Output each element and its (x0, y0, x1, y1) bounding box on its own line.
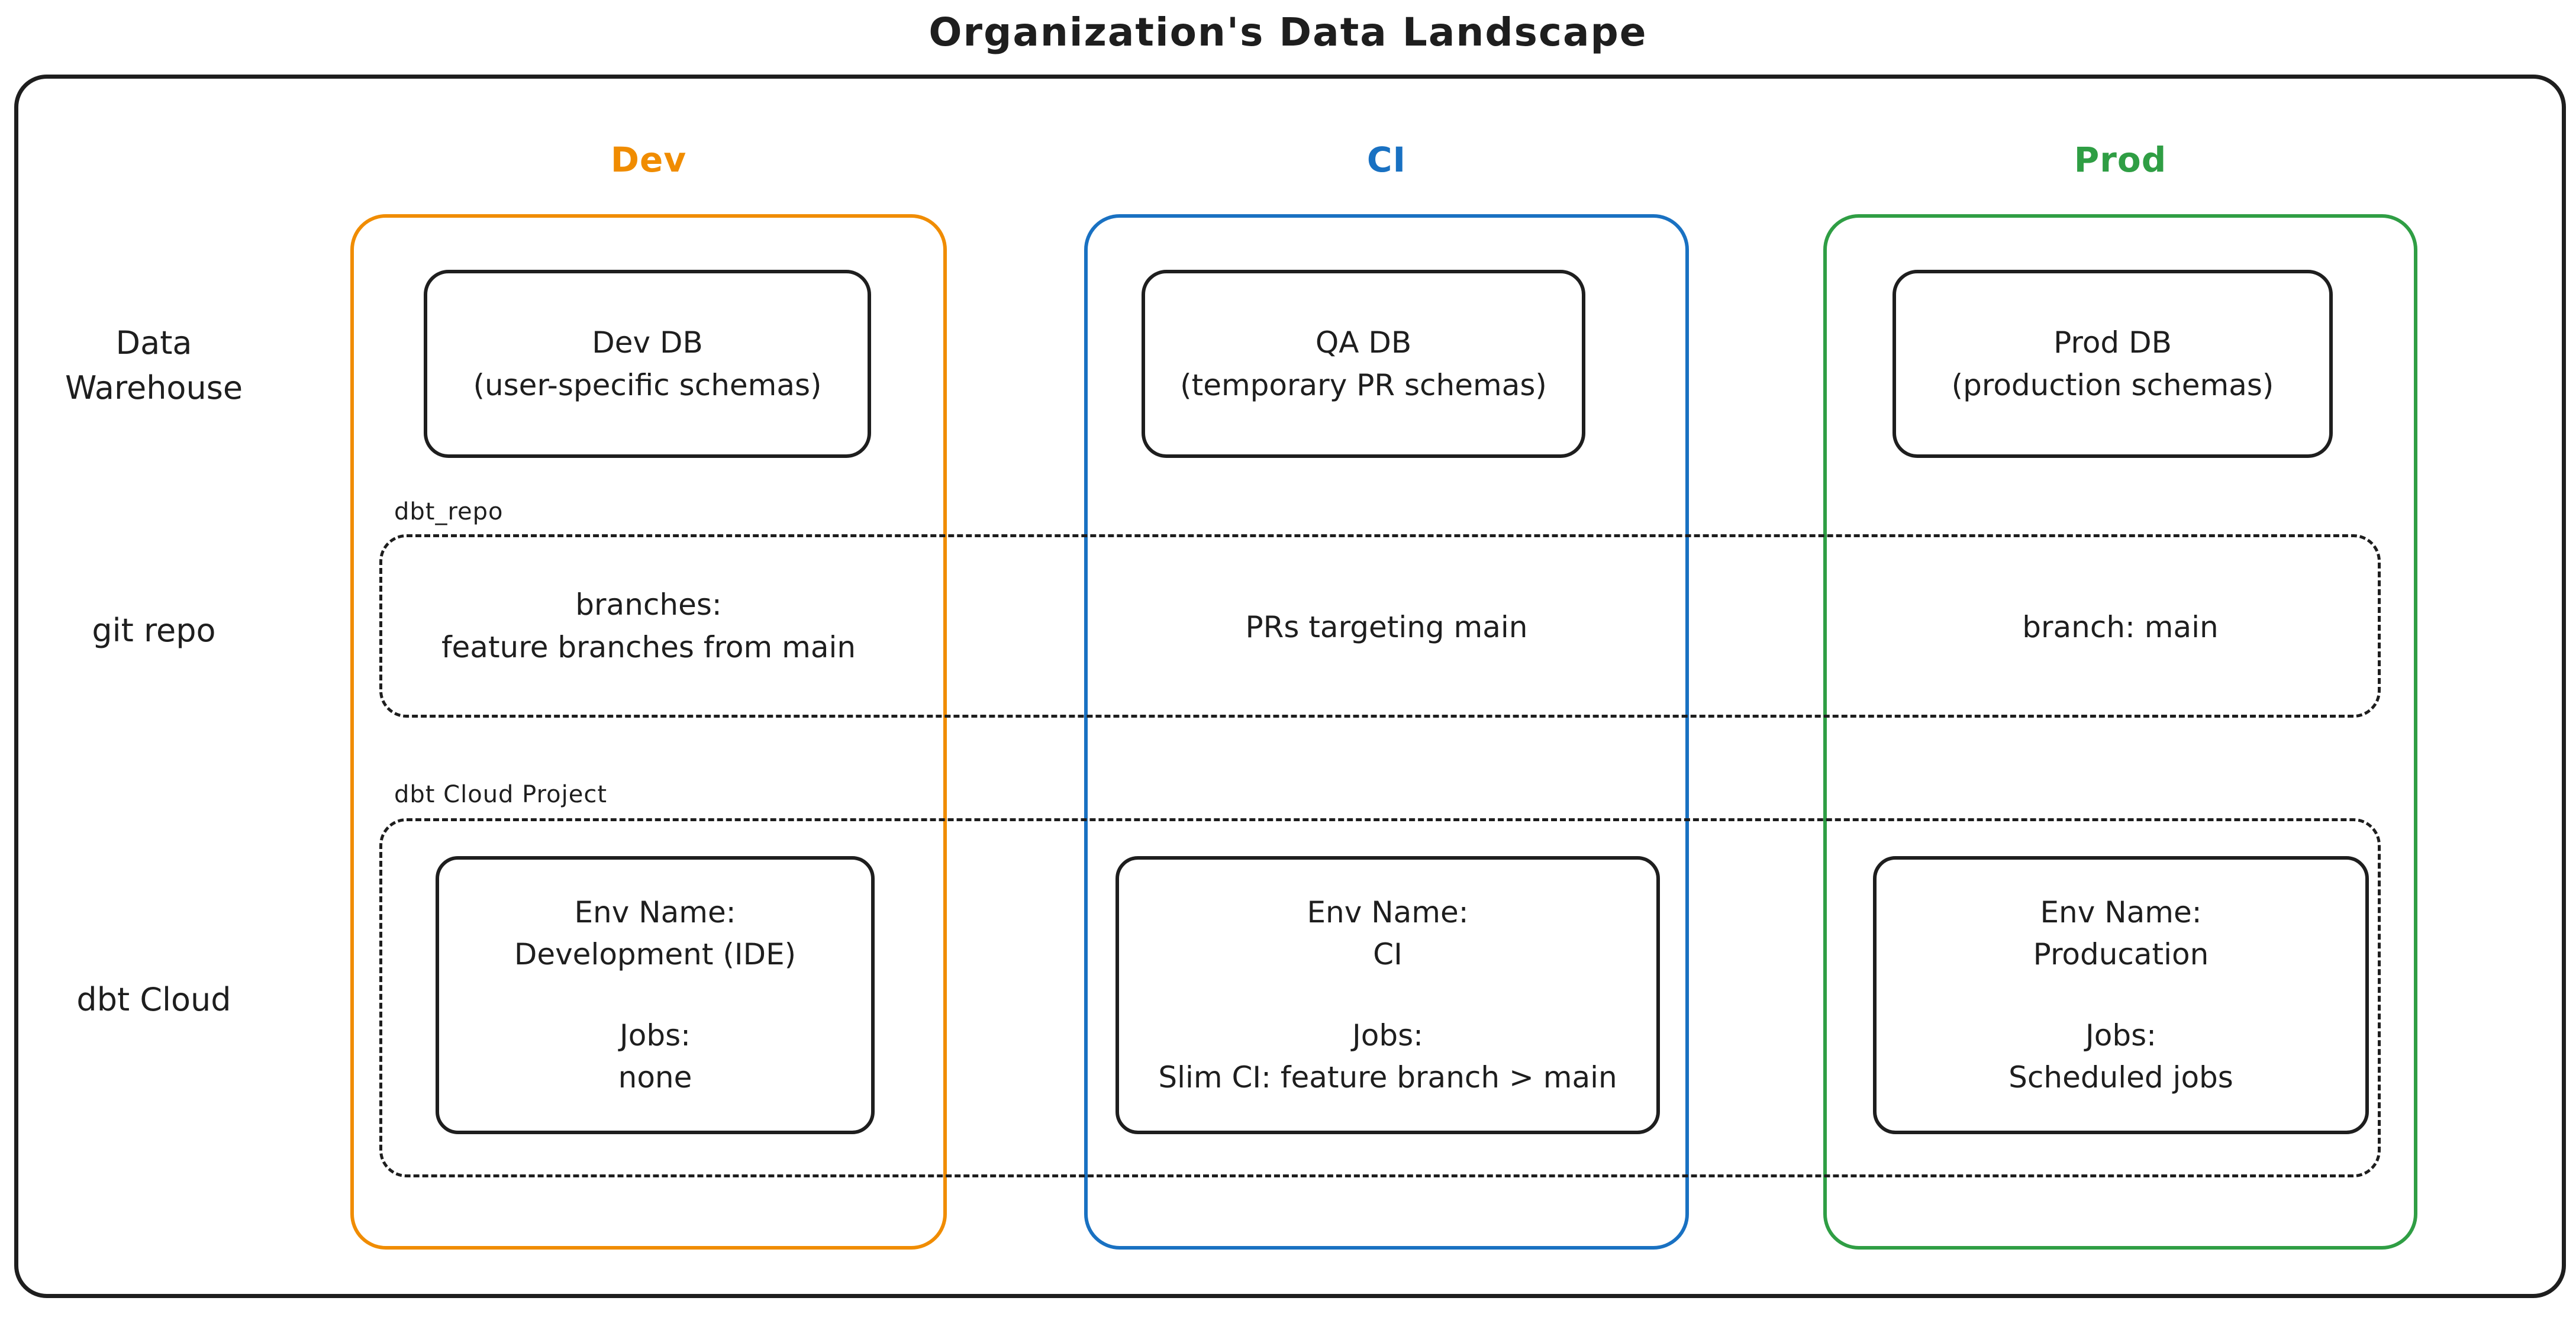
prod-db-box: Prod DB (production schemas) (1892, 270, 2333, 458)
git-row-dev-line1: branches: (575, 588, 722, 622)
column-header-prod: Prod (2074, 140, 2167, 180)
prod-db-desc: (production schemas) (1951, 368, 2274, 402)
dev-env-name-value: Development (IDE) (514, 937, 797, 971)
ci-jobs-label: Jobs: (1352, 1018, 1423, 1053)
row-label-data-warehouse-line1: Data (115, 324, 192, 361)
ci-jobs-group: Jobs: Slim CI: feature branch > main (1158, 1015, 1617, 1099)
dev-environment-box: Env Name: Development (IDE) Jobs: none (436, 856, 875, 1134)
qa-db-box: QA DB (temporary PR schemas) (1142, 270, 1585, 458)
row-label-git-repo: git repo (92, 612, 216, 649)
git-row-ci-text: PRs targeting main (1245, 610, 1528, 644)
column-header-ci: CI (1366, 140, 1407, 180)
dbt-cloud-project-dashed-box (379, 818, 2381, 1177)
qa-db-desc: (temporary PR schemas) (1180, 368, 1547, 402)
dev-env-name-group: Env Name: Development (IDE) (514, 892, 796, 976)
prod-jobs-group: Jobs: Scheduled jobs (2008, 1015, 2233, 1099)
prod-jobs-value: Scheduled jobs (2008, 1060, 2233, 1095)
dev-db-name: Dev DB (592, 325, 703, 360)
dev-column-container (350, 214, 947, 1250)
dbt-cloud-project-label: dbt Cloud Project (394, 781, 608, 808)
row-label-data-warehouse: Data Warehouse (18, 321, 290, 411)
landscape-outer-container (14, 75, 2566, 1298)
column-header-dev: Dev (610, 140, 687, 180)
ci-env-name-label: Env Name: (1307, 895, 1469, 929)
ci-env-name-group: Env Name: CI (1307, 892, 1468, 976)
dev-jobs-label: Jobs: (620, 1018, 691, 1053)
dbt-repo-label: dbt_repo (394, 498, 504, 525)
prod-env-name-value: Producation (2033, 937, 2209, 971)
dev-env-name-label: Env Name: (574, 895, 736, 929)
prod-column-container (1823, 214, 2417, 1250)
git-row-prod-text: branch: main (2022, 610, 2219, 644)
qa-db-name: QA DB (1315, 325, 1412, 360)
row-label-data-warehouse-line2: Warehouse (65, 369, 243, 406)
prod-jobs-label: Jobs: (2085, 1018, 2156, 1053)
dbt-repo-dashed-box (379, 534, 2381, 718)
dev-jobs-group: Jobs: none (618, 1015, 692, 1099)
prod-env-name-group: Env Name: Producation (2033, 892, 2209, 976)
git-row-dev-line2: feature branches from main (441, 630, 856, 664)
git-row-dev-text: branches: feature branches from main (424, 583, 873, 669)
prod-db-name: Prod DB (2053, 325, 2172, 360)
ci-environment-box: Env Name: CI Jobs: Slim CI: feature bran… (1115, 856, 1660, 1134)
dev-jobs-value: none (618, 1060, 692, 1095)
dev-db-box: Dev DB (user-specific schemas) (424, 270, 871, 458)
row-label-dbt-cloud: dbt Cloud (76, 981, 231, 1018)
prod-env-name-label: Env Name: (2040, 895, 2202, 929)
dev-db-desc: (user-specific schemas) (473, 368, 822, 402)
ci-column-container (1084, 214, 1689, 1250)
ci-jobs-value: Slim CI: feature branch > main (1158, 1060, 1617, 1095)
ci-env-name-value: CI (1373, 937, 1403, 971)
prod-environment-box: Env Name: Producation Jobs: Scheduled jo… (1873, 856, 2369, 1134)
diagram-title: Organization's Data Landscape (928, 9, 1648, 55)
